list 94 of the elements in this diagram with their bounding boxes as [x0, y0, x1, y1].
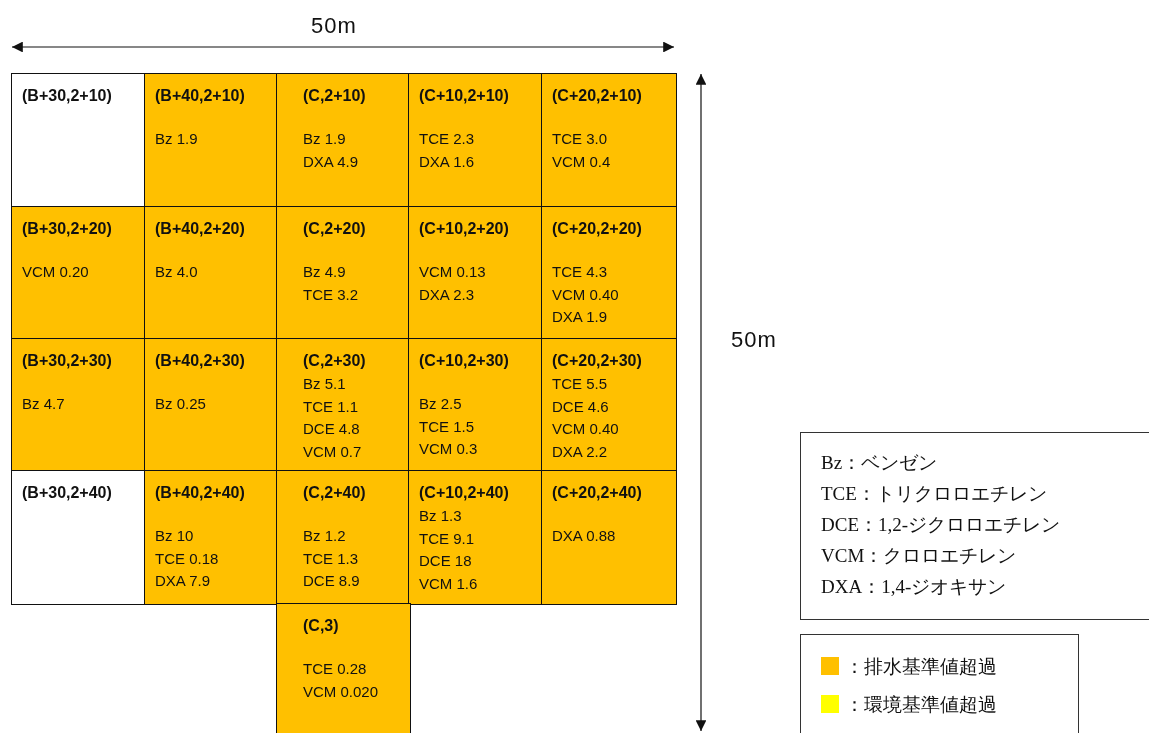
- legend-text: ：環境基準値超過: [845, 692, 997, 717]
- concentration-value: DXA 1.9: [552, 307, 609, 327]
- grid-cell: [276, 338, 411, 473]
- grid-cell: [408, 73, 543, 208]
- grid-cell: [11, 338, 146, 473]
- grid-cell: [144, 206, 279, 341]
- concentration-value: TCE 5.5: [552, 374, 609, 394]
- grid-cell: [408, 470, 543, 605]
- concentration-value: DXA 0.88: [552, 526, 617, 546]
- concentration-value: VCM 0.7: [303, 441, 363, 462]
- concentration-value: Bz 1.2: [303, 526, 347, 546]
- concentration-value: Bz 1.9: [303, 129, 347, 149]
- concentration-value: Bz 4.9: [303, 262, 347, 282]
- concentration-value: TCE 3.2: [303, 284, 360, 305]
- concentration-value: DXA 2.2: [552, 441, 609, 462]
- grid-cell: [144, 470, 279, 605]
- grid-cell: [144, 338, 279, 473]
- grid-cell: [276, 206, 411, 341]
- concentration-value: VCM 0.13: [419, 262, 487, 282]
- concentration-value: DXA 7.9: [155, 571, 212, 591]
- cell-coordinate: (B+30,2+30): [22, 351, 113, 371]
- cell-coordinate: (B+40,2+30): [155, 351, 246, 371]
- concentration-value: VCM 0.020: [303, 681, 380, 702]
- cell-coordinate: (C,2+20): [303, 219, 367, 239]
- abbreviation-text: TCE：トリクロロエチレン: [821, 482, 1048, 506]
- concentration-value: Bz 1.9: [155, 129, 199, 149]
- concentration-value: DCE 8.9: [303, 571, 361, 591]
- concentration-value: TCE 2.3: [419, 129, 476, 149]
- abbreviation-text: VCM：クロロエチレン: [821, 544, 1018, 568]
- grid-cell: [276, 73, 411, 208]
- cell-coordinate: (B+30,2+10): [22, 86, 113, 106]
- concentration-value: TCE 0.18: [155, 548, 220, 569]
- dimension-label: 50m: [731, 327, 777, 353]
- grid-cell: [11, 206, 146, 341]
- concentration-value: Bz 2.5: [419, 394, 463, 414]
- dimension-label: 50m: [311, 13, 357, 39]
- concentration-value: DXA 4.9: [303, 151, 360, 172]
- concentration-value: DCE 4.6: [552, 396, 610, 417]
- concentration-value: TCE 3.0: [552, 129, 609, 149]
- concentration-value: DXA 1.6: [419, 151, 476, 172]
- concentration-value: Bz 4.7: [22, 394, 66, 414]
- cell-coordinate: (B+40,2+10): [155, 86, 246, 106]
- abbreviation-box: [800, 432, 1149, 620]
- grid-cell: [541, 206, 677, 341]
- concentration-value: DCE 18: [419, 551, 473, 571]
- abbreviation-text: DCE：1,2-ジクロロエチレン: [821, 513, 1062, 537]
- grid-cell: [11, 73, 146, 208]
- cell-coordinate: (B+40,2+20): [155, 219, 246, 239]
- grid-cell: [541, 338, 677, 473]
- concentration-value: VCM 0.40: [552, 284, 620, 305]
- concentration-value: Bz 5.1: [303, 374, 347, 394]
- cell-coordinate: (C,2+10): [303, 86, 367, 106]
- cell-coordinate: (C,2+40): [303, 483, 367, 503]
- concentration-value: DXA 2.3: [419, 284, 476, 305]
- concentration-value: TCE 1.5: [419, 416, 476, 437]
- cell-coordinate: (B+40,2+40): [155, 483, 246, 503]
- cell-coordinate: (C+20,2+20): [552, 219, 643, 239]
- concentration-value: VCM 0.40: [552, 419, 620, 439]
- grid-cell: [276, 470, 411, 605]
- cell-coordinate: (C,3): [303, 616, 340, 636]
- concentration-value: VCM 0.4: [552, 151, 612, 172]
- concentration-value: DCE 4.8: [303, 419, 361, 439]
- concentration-value: VCM 0.20: [22, 262, 90, 282]
- concentration-value: TCE 1.1: [303, 396, 360, 417]
- concentration-value: TCE 4.3: [552, 262, 609, 282]
- cell-coordinate: (C,2+30): [303, 351, 367, 371]
- concentration-value: VCM 0.3: [419, 439, 479, 459]
- grid-cell: [11, 470, 146, 605]
- concentration-value: Bz 10: [155, 526, 195, 546]
- cell-coordinate: (B+30,2+40): [22, 483, 113, 503]
- concentration-value: TCE 9.1: [419, 528, 476, 549]
- cell-coordinate: (C+20,2+30): [552, 351, 643, 371]
- cell-coordinate: (C+10,2+20): [419, 219, 510, 239]
- cell-coordinate: (C+10,2+10): [419, 86, 510, 106]
- grid-cell: [408, 338, 543, 473]
- concentration-value: Bz 1.3: [419, 506, 463, 526]
- abbreviation-text: DXA：1,4-ジオキサン: [821, 575, 1008, 599]
- concentration-value: Bz 4.0: [155, 262, 199, 282]
- concentration-value: TCE 1.3: [303, 548, 360, 569]
- abbreviation-text: Bz：ベンゼン: [821, 451, 939, 475]
- grid-cell: [408, 206, 543, 341]
- concentration-value: Bz 0.25: [155, 394, 207, 414]
- cell-coordinate: (C+10,2+30): [419, 351, 510, 371]
- grid-cell: [144, 73, 279, 208]
- cell-coordinate: (C+20,2+10): [552, 86, 643, 106]
- grid-cell: [541, 73, 677, 208]
- concentration-value: VCM 1.6: [419, 573, 479, 594]
- cell-coordinate: (C+10,2+40): [419, 483, 510, 503]
- cell-coordinate: (B+30,2+20): [22, 219, 113, 239]
- concentration-value: TCE 0.28: [303, 659, 368, 679]
- grid-cell: [276, 603, 411, 733]
- legend-text: ：排水基準値超過: [845, 654, 997, 679]
- grid-cell: [541, 470, 677, 605]
- cell-coordinate: (C+20,2+40): [552, 483, 643, 503]
